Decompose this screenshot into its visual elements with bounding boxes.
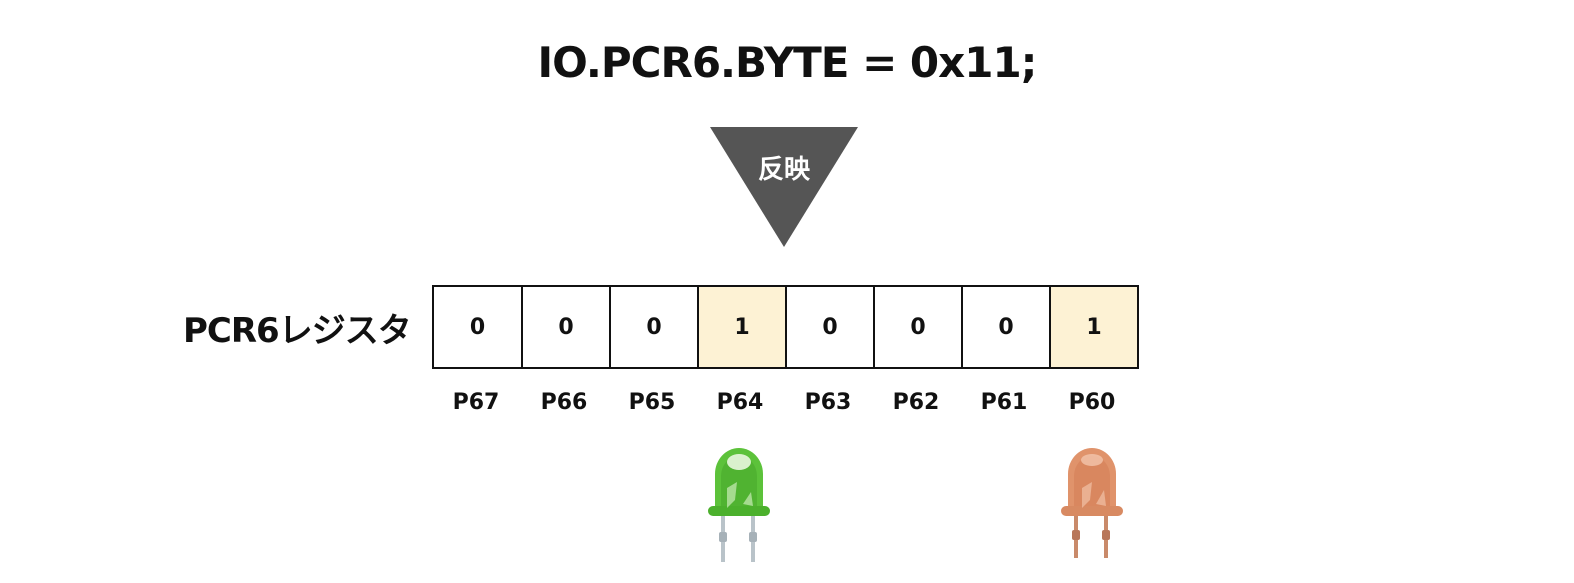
- bit-cell-3: 0: [785, 287, 873, 367]
- orange-led-icon: [1060, 444, 1124, 564]
- bit-cell-1: 0: [961, 287, 1049, 367]
- bit-cell-5: 0: [609, 287, 697, 367]
- pin-labels: P67 P66 P65 P64 P63 P62 P61 P60: [432, 390, 1136, 415]
- pin-label: P64: [716, 390, 764, 415]
- pin-label: P61: [980, 390, 1028, 415]
- arrow-label: 反映: [757, 155, 810, 185]
- register-label: PCR6レジスタ: [183, 311, 412, 351]
- pin-label: P66: [540, 390, 588, 415]
- pin-label: P67: [452, 390, 500, 415]
- pin-label: P65: [628, 390, 676, 415]
- pin-label: P60: [1068, 390, 1116, 415]
- green-led-icon: [707, 444, 771, 564]
- down-triangle-icon: [710, 127, 858, 247]
- register-bits: 0 0 0 1 0 0 0 1: [432, 285, 1139, 369]
- bit-cell-2: 0: [873, 287, 961, 367]
- code-statement: IO.PCR6.BYTE = 0x11;: [537, 38, 1038, 87]
- bit-cell-4: 1: [697, 287, 785, 367]
- pin-label: P62: [892, 390, 940, 415]
- pin-label: P63: [804, 390, 852, 415]
- bit-cell-0: 1: [1049, 287, 1137, 367]
- bit-cell-6: 0: [521, 287, 609, 367]
- reflect-arrow: 反映: [710, 127, 858, 247]
- bit-cell-7: 0: [434, 287, 521, 367]
